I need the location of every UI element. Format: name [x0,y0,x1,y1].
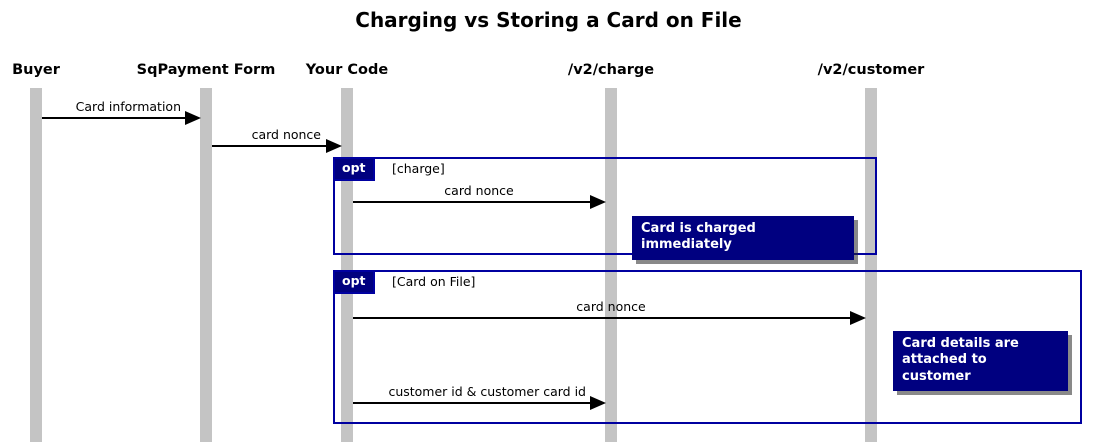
message-arrowhead-card-information [185,111,201,125]
message-arrowhead-card-nonce-to-charge [590,195,606,209]
participant-label-sqpayment-form: SqPayment Form [136,62,276,78]
message-label-card-nonce-to-charge: card nonce [444,183,514,198]
fragment-guard-card-on-file: [Card on File] [392,274,476,289]
lifeline-sqpayment-form [200,88,212,442]
message-arrowhead-card-nonce-to-your-code [326,139,342,153]
message-label-card-nonce-to-customer: card nonce [576,299,646,314]
message-line-card-nonce-to-customer [353,317,856,319]
note-card-charged-immediately: Card is charged immediately [632,216,854,260]
fragment-opt-card-on-file [333,270,1082,424]
message-line-card-information [42,117,191,119]
message-line-card-nonce-to-charge [353,201,596,203]
fragment-operator-opt-card-on-file: opt [335,272,375,294]
fragment-guard-charge: [charge] [392,161,445,176]
participant-label-v2-charge: /v2/charge [567,62,655,78]
participant-label-v2-customer: /v2/customer [817,62,925,78]
lifeline-v2-charge [605,88,617,442]
participant-label-buyer: Buyer [12,62,60,78]
message-line-customer-ids [353,402,596,404]
message-label-customer-ids: customer id & customer card id [388,384,586,399]
lifeline-buyer [30,88,42,442]
fragment-operator-opt-charge: opt [335,159,375,181]
message-label-card-information: Card information [75,99,181,114]
message-line-card-nonce-to-your-code [212,145,332,147]
fragment-opt-charge [333,157,877,255]
message-arrowhead-card-nonce-to-customer [850,311,866,325]
participant-label-your-code: Your Code [305,62,389,78]
diagram-title: Charging vs Storing a Card on File [355,8,742,32]
message-label-card-nonce-to-your-code: card nonce [251,127,321,142]
message-arrowhead-customer-ids [590,396,606,410]
lifeline-v2-customer [865,88,877,442]
note-card-details-attached: Card details are attached to customer [893,331,1068,391]
